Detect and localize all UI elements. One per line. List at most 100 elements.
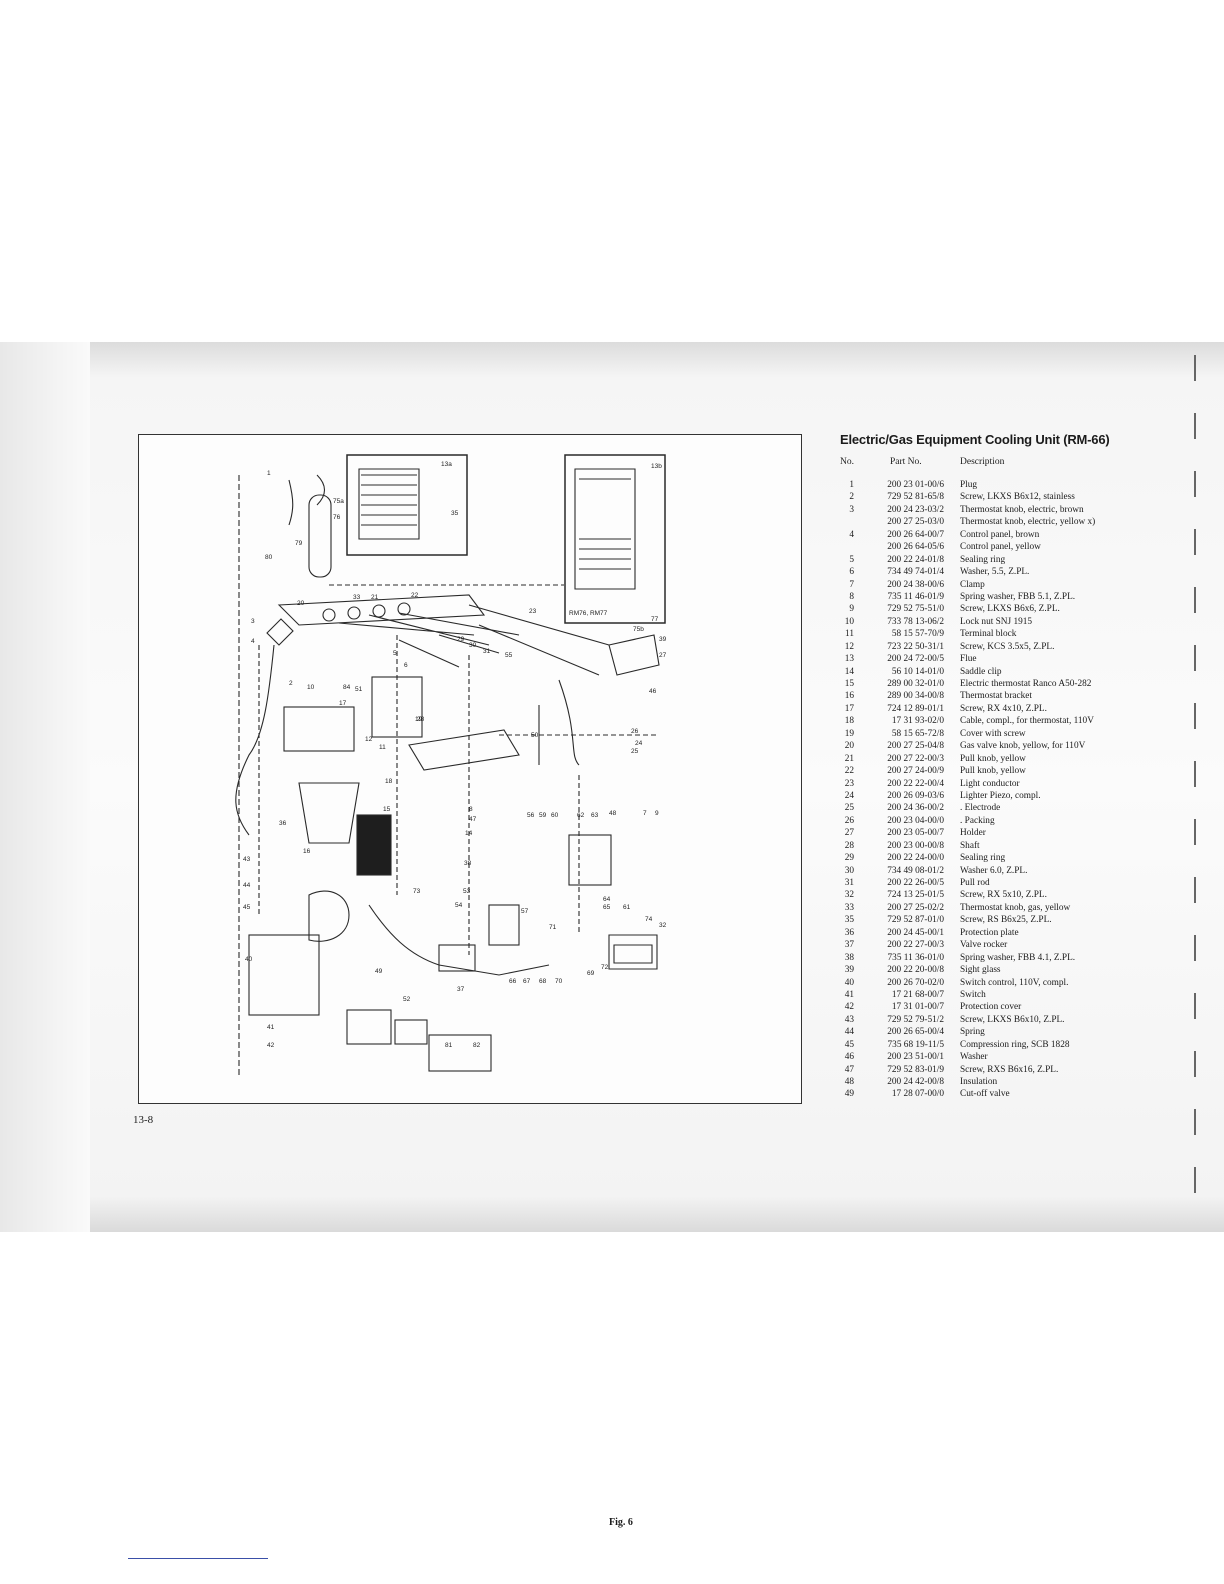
part-number: 200 27 25-02/2 [887,902,944,913]
callout-18: 18 [385,778,393,785]
part-number-index: 24 [844,790,854,801]
part-description: Spring [960,1027,985,1038]
part-number: 200 24 72-00/5 [887,654,944,665]
callout-32: 32 [659,922,667,929]
part-number-index: 13 [844,654,854,665]
part-number-index: 5 [849,554,854,565]
part-number-index: 35 [844,915,854,926]
tab-mark [1194,935,1210,961]
part-number: 58 15 57-70/9 [891,629,944,640]
callout-36: 36 [279,820,287,827]
part-description: Thermostat knob, gas, yellow [960,902,1071,913]
callout-81: 81 [445,1042,453,1049]
part-number: 200 26 64-00/7 [887,529,944,540]
tab-mark [1194,703,1210,729]
part-description: Sight glass [960,965,1001,976]
part-description: Cover with screw [960,728,1026,739]
part-number: 200 27 22-00/3 [887,753,944,764]
part-description: Lighter Piezo, compl. [960,790,1041,801]
part-description: Screw, LKXS B6x10, Z.PL. [960,1014,1065,1025]
part-number-index: 12 [844,641,854,652]
part-number: 17 21 68-00/7 [891,989,944,1000]
part-number-index: 7 [849,579,854,590]
parts-list-title: Electric/Gas Equipment Cooling Unit (RM-… [840,432,1110,447]
part-number-index: 26 [844,815,854,826]
callout-12: 12 [365,736,373,743]
tab-mark [1194,529,1210,555]
part-number: 735 11 46-01/9 [887,591,944,602]
part-number: 200 26 70-02/0 [887,977,944,988]
part-description: Washer, 5.5, Z.PL. [960,567,1030,578]
part-number: 200 24 45-00/1 [887,927,944,938]
callout-28: 28 [417,716,425,723]
part-number-index: 14 [844,666,854,677]
part-number: 729 52 75-51/0 [887,604,944,615]
callout-75a: 75a [333,498,344,505]
part-number-index: 3 [849,504,854,515]
figure-caption: Fig. 6 [609,1517,633,1528]
part-number: 729 52 87-01/0 [887,915,944,926]
part-number: 734 49 08-01/2 [887,865,944,876]
part-number-index: 16 [844,691,854,702]
part-number-index: 48 [844,1077,854,1087]
part-number: 200 24 23-03/2 [887,504,944,515]
part-number: 200 24 38-00/6 [887,579,944,590]
callout-22: 22 [411,592,419,599]
callout-6: 6 [404,662,408,669]
part-number-index: 31 [844,878,854,888]
part-number: 200 27 25-03/0 [887,517,944,528]
part-number-index: 15 [844,679,854,689]
callout-3: 3 [251,618,255,625]
part-description: Saddle clip [960,666,1002,677]
callout-72: 72 [601,964,609,971]
tab-mark [1194,471,1210,497]
part-description: Screw, KCS 3.5x5, Z.PL. [960,641,1055,652]
part-number: 200 22 22-00/4 [887,778,944,789]
part-number-index: 45 [844,1039,854,1050]
part-description: Switch control, 110V, compl. [960,977,1069,988]
callout-23: 23 [529,608,537,615]
callout-61: 61 [623,904,631,911]
part-description: Screw, LKXS B6x6, Z.PL. [960,604,1060,615]
callout-56: 56 [527,812,535,819]
part-number: 200 27 24-00/9 [887,766,944,777]
callout-41: 41 [267,1024,275,1031]
page-number: 13-8 [133,1114,154,1126]
part-description: Plug [960,480,978,490]
part-number-index: 1 [849,480,854,490]
callout-29: 29 [457,636,465,643]
tab-mark [1194,1167,1210,1193]
callout-40: 40 [245,956,253,963]
tab-mark [1194,645,1210,671]
part-description: Screw, RS B6x25, Z.PL. [960,915,1052,926]
part-description: Holder [960,828,986,839]
callout-15: 15 [383,806,391,813]
callout-80: 80 [265,554,273,561]
part-number: 729 52 79-51/2 [887,1014,944,1025]
tab-mark [1194,993,1210,1019]
part-number-index: 22 [844,766,854,777]
part-number-index: 41 [844,989,854,1000]
inset-label-13b: 13b [651,463,662,470]
tab-mark [1194,355,1210,381]
part-description: . Packing [960,815,995,826]
callout-47: 47 [469,816,477,823]
callout-2: 2 [289,680,293,687]
part-description: Valve rocker [960,940,1008,951]
header-description: Description [960,457,1005,467]
part-number-index: 10 [844,616,854,627]
part-number: 17 31 01-00/7 [891,1002,944,1013]
